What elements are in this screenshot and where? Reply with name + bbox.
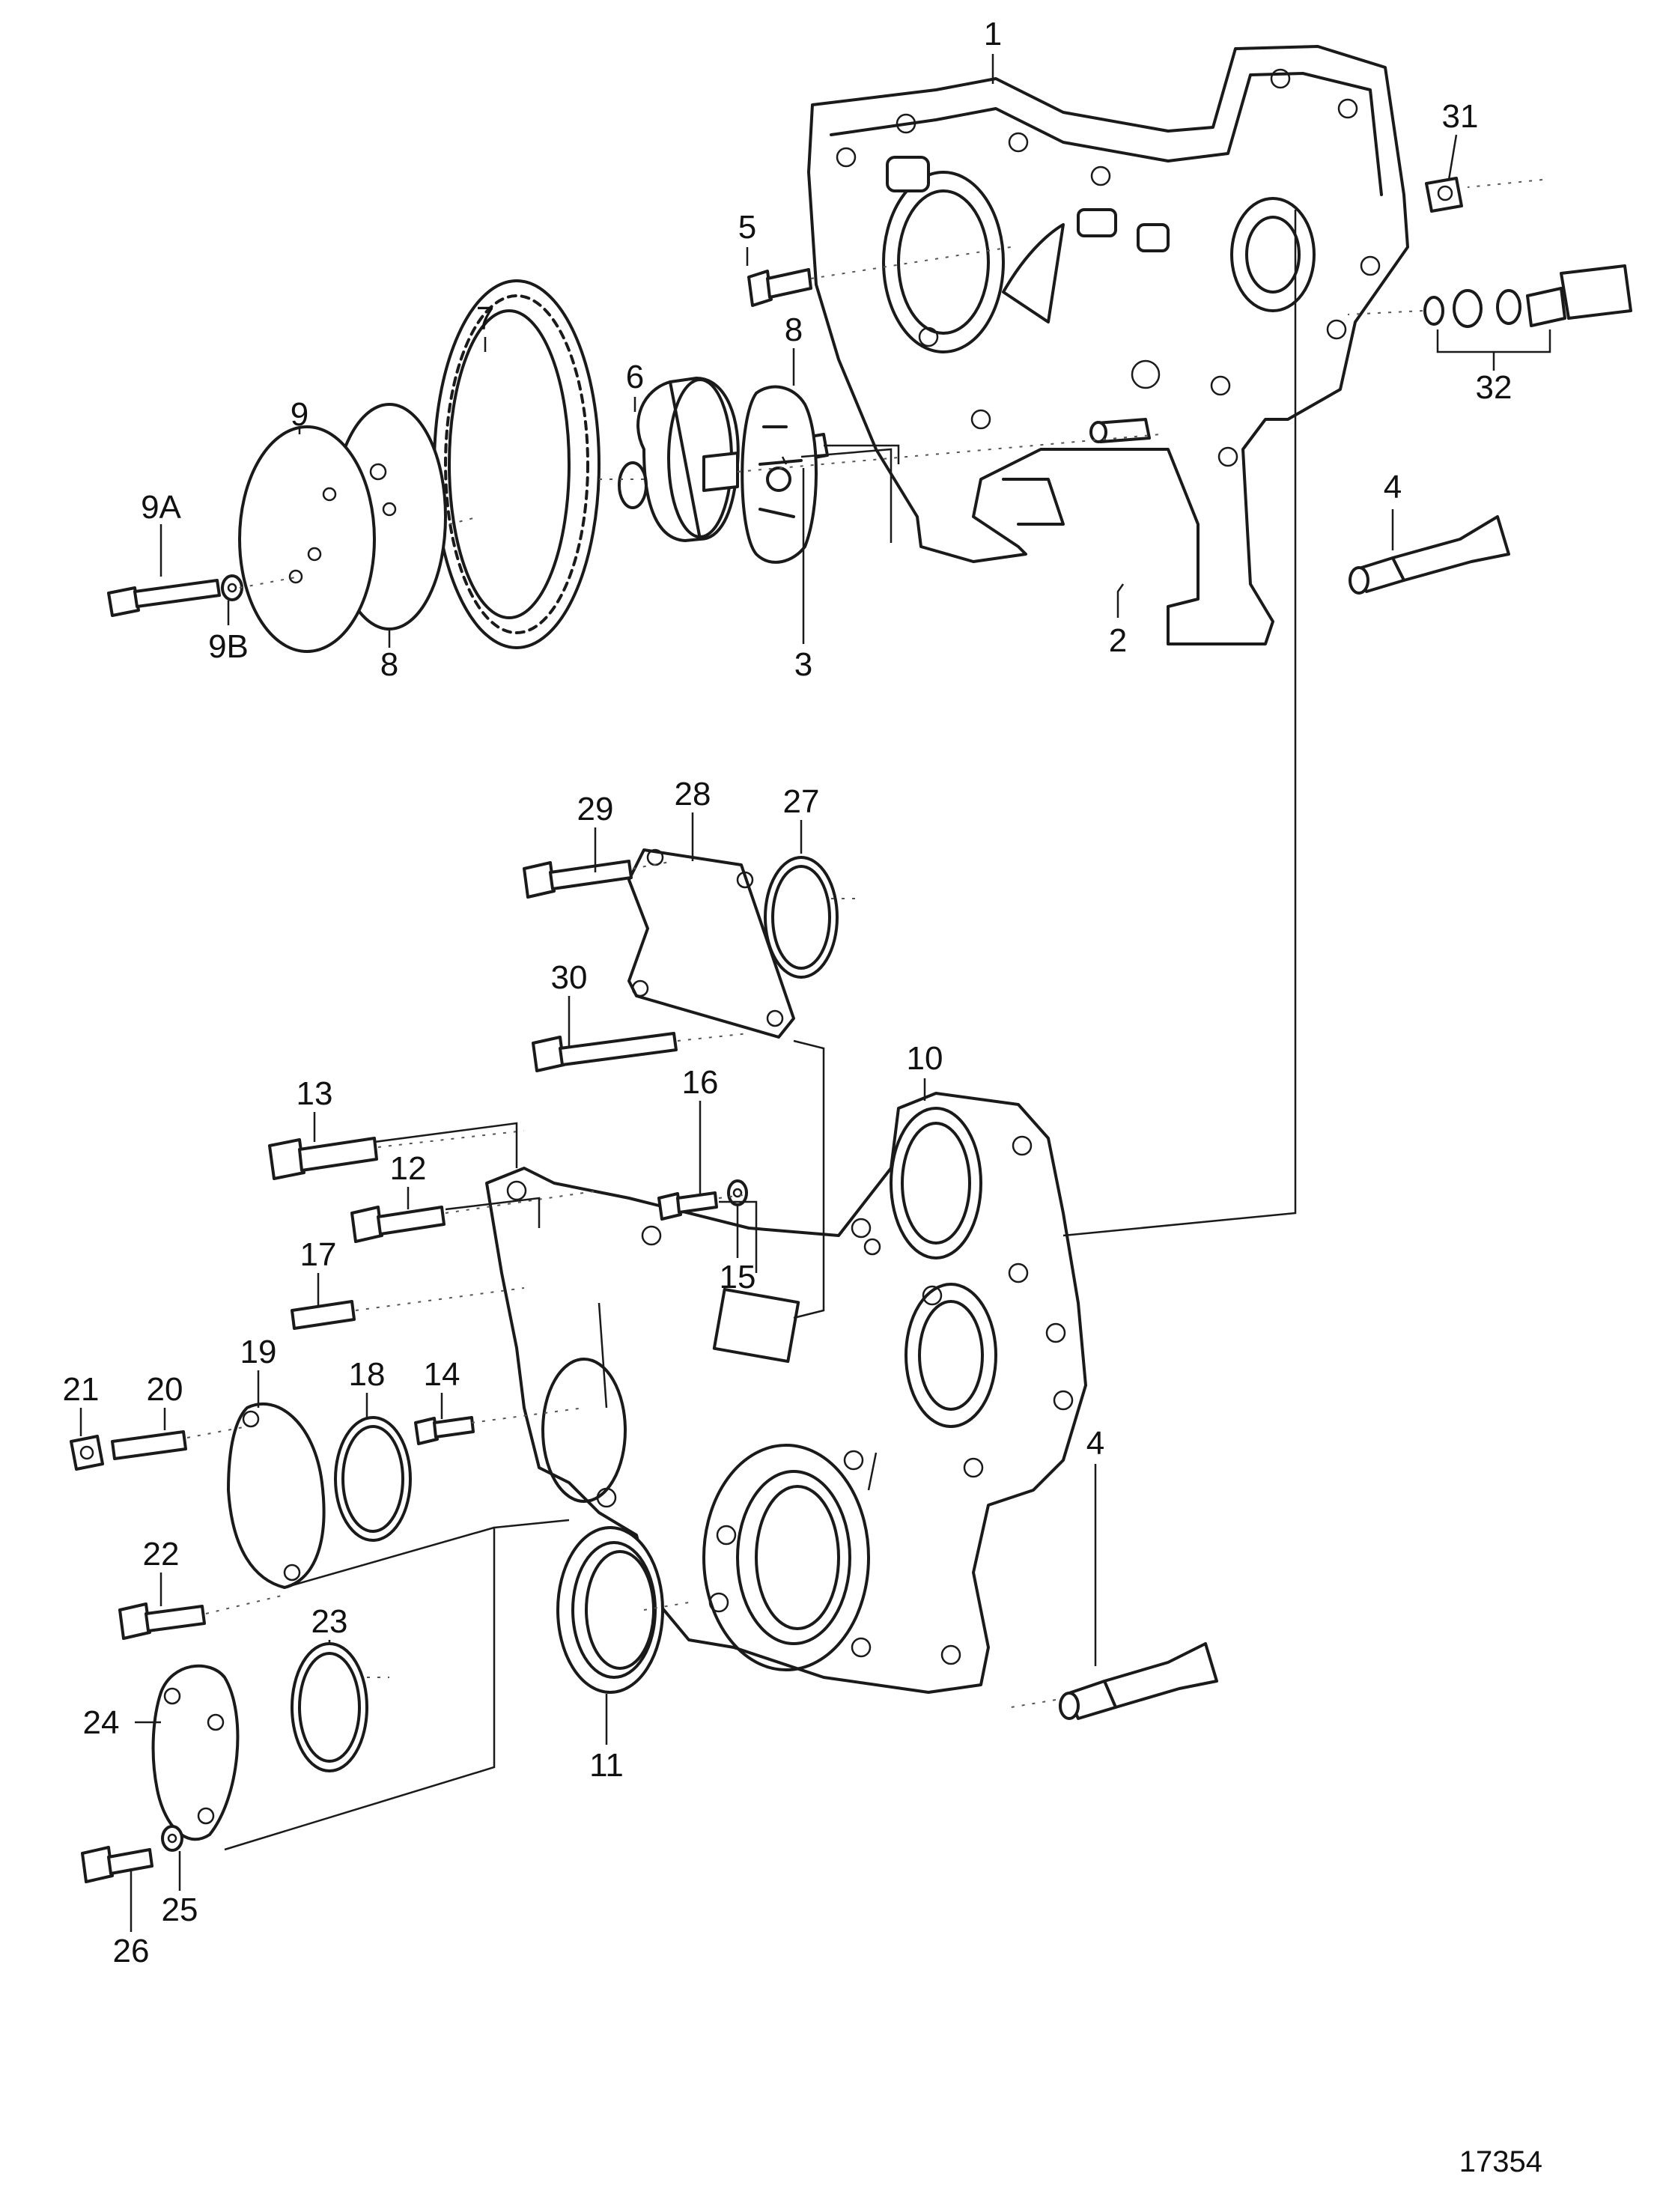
callout-5: 5 [738, 209, 756, 246]
part-6-hub [618, 377, 740, 542]
part-32-sensor-assembly [1423, 264, 1632, 353]
callout-15: 15 [720, 1259, 756, 1295]
part-26-bolt [81, 1846, 153, 1883]
part-11-seal-ring [556, 1526, 664, 1694]
callout-9b: 9B [208, 628, 249, 665]
part-2-dowel-pin [1089, 418, 1151, 443]
part-24-cover-cap [151, 1664, 240, 1841]
callout-4-lower: 4 [1086, 1425, 1104, 1462]
callout-1: 1 [984, 16, 1002, 52]
part-17-stud [291, 1300, 356, 1330]
part-4-sealant-tube-lower [1059, 1642, 1218, 1720]
callout-7: 7 [476, 300, 494, 337]
callout-labels: 1 2 3 4 4 5 6 7 8 8 9 9A 9B 10 11 12 13 … [63, 16, 1512, 1969]
callout-22: 22 [143, 1536, 180, 1573]
part-9a-bolt [107, 579, 221, 617]
part-13-bolt [268, 1137, 378, 1180]
part-10-timing-cover [485, 1092, 1087, 1694]
part-29-bolt [523, 860, 633, 899]
callout-21: 21 [63, 1371, 100, 1408]
assembly-lines [186, 179, 1543, 1851]
callout-26: 26 [113, 1933, 150, 1969]
part-23-o-ring [291, 1642, 368, 1772]
part-22-bolt [118, 1602, 206, 1640]
callout-20: 20 [147, 1371, 183, 1408]
part-20-stud [111, 1430, 187, 1460]
part-1-timing-housing [807, 45, 1409, 645]
part-21-nut [70, 1435, 104, 1471]
callout-31: 31 [1442, 98, 1479, 135]
callout-23: 23 [311, 1603, 348, 1640]
part-5-bolt [747, 268, 812, 307]
callout-16: 16 [682, 1064, 719, 1101]
part-18-o-ring [334, 1416, 412, 1542]
part-28-cover-plate [627, 848, 795, 1039]
part-25-washer [161, 1825, 183, 1852]
callout-13: 13 [297, 1075, 333, 1112]
callout-11: 11 [589, 1747, 624, 1784]
part-8-plate-upper [741, 385, 818, 564]
callout-9a: 9A [141, 489, 181, 526]
part-7-gear [433, 279, 601, 649]
callout-10: 10 [907, 1040, 943, 1077]
part-4-sealant-tube-upper [1349, 515, 1510, 595]
figure-number: 17354 [1459, 2145, 1542, 2178]
callout-6: 6 [626, 359, 644, 395]
callout-30: 30 [551, 959, 588, 996]
part-15-washer [727, 1179, 748, 1206]
part-27-o-ring [764, 856, 839, 979]
callout-8-upper: 8 [785, 312, 803, 348]
callout-3: 3 [794, 646, 812, 683]
callout-29: 29 [577, 791, 614, 827]
part-9-cover-plate [238, 425, 376, 653]
callout-32: 32 [1476, 369, 1512, 406]
callout-2: 2 [1109, 622, 1127, 659]
callout-25: 25 [162, 1892, 198, 1928]
callout-12: 12 [390, 1150, 427, 1187]
part-30-bolt [532, 1032, 678, 1072]
part-31-nut [1425, 177, 1463, 213]
part-14-bolt [414, 1416, 475, 1445]
part-16-bolt [657, 1191, 718, 1221]
part-12-bolt [350, 1206, 446, 1243]
callout-14: 14 [424, 1356, 460, 1393]
callout-27: 27 [783, 783, 820, 820]
callout-19: 19 [240, 1334, 277, 1370]
callout-4-upper: 4 [1384, 469, 1402, 505]
callout-18: 18 [349, 1356, 386, 1393]
callout-8-lower: 8 [380, 646, 398, 683]
part-19-cover [227, 1403, 326, 1589]
callout-28: 28 [675, 776, 711, 812]
part-9b-washer [221, 574, 243, 601]
callout-17: 17 [300, 1236, 337, 1273]
callout-leaders [79, 54, 1495, 1932]
callout-24: 24 [83, 1704, 120, 1741]
callout-9: 9 [291, 396, 308, 433]
